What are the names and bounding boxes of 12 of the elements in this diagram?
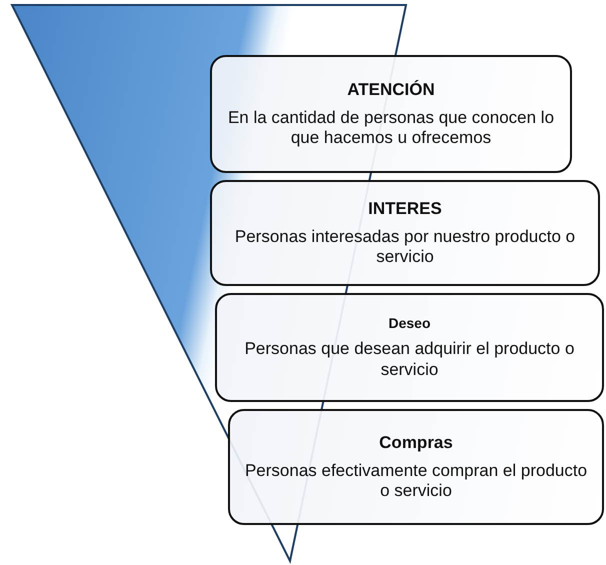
- stage-title: ATENCIÓN: [347, 80, 435, 100]
- stage-title: Deseo: [388, 315, 431, 332]
- stage-box: [228, 409, 604, 525]
- stage-title: Compras: [379, 432, 453, 453]
- stage-box: [210, 180, 600, 286]
- stage-box: [210, 55, 572, 173]
- stage-title: INTERES: [368, 198, 442, 219]
- stage-box: [215, 293, 604, 402]
- stage-description: Personas interesadas por nuestro producto o servicio: [234, 226, 576, 268]
- stage-description: Personas que desean adquirir el producto o servicio: [244, 339, 576, 380]
- stage-description: En la cantidad de personas que conocen lo que hacemos u ofrecemos: [226, 108, 556, 148]
- stage-description: Personas efectivamente compran el producto o servicio: [244, 460, 588, 502]
